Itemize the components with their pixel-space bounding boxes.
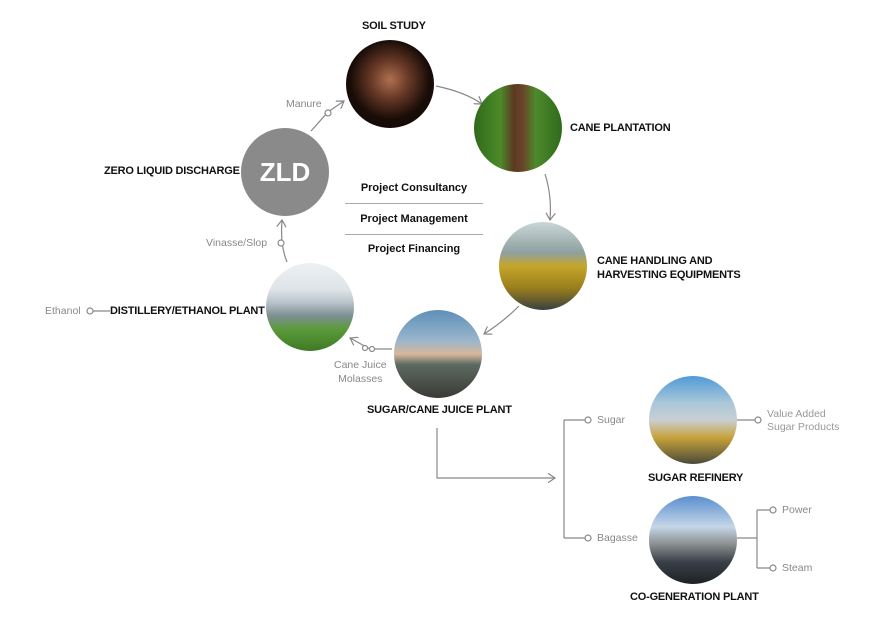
sugar-flow-label: Sugar xyxy=(597,414,626,426)
ethanol-label: Ethanol xyxy=(45,305,81,317)
divider xyxy=(345,234,483,235)
steam-label: Steam xyxy=(782,562,813,574)
cane-handling-line-1: CANE HANDLING AND xyxy=(597,255,713,267)
service-management: Project Management xyxy=(360,213,468,225)
zld-label: ZERO LIQUID DISCHARGE xyxy=(104,165,240,177)
zld-circle: ZLD xyxy=(241,128,329,216)
cane-handling-image xyxy=(499,222,587,310)
cane-plantation-label: CANE PLANTATION xyxy=(570,122,671,134)
sugar-plant-label: SUGAR/CANE JUICE PLANT xyxy=(367,404,512,416)
power-label: Power xyxy=(782,504,812,516)
vinasse-label: Vinasse/Slop xyxy=(206,237,268,249)
cane-juice-label: Cane Juice Molasses xyxy=(334,358,387,386)
value-added-line-1: Value Added xyxy=(767,408,826,420)
sugar-refinery-image xyxy=(649,376,737,464)
molasses-text: Molasses xyxy=(338,373,383,385)
cogeneration-label: CO-GENERATION PLANT xyxy=(630,591,759,603)
arrow-soil-to-plantation xyxy=(435,85,482,104)
bagasse-flow-label: Bagasse xyxy=(597,532,638,544)
cogeneration-image xyxy=(649,496,737,584)
service-financing: Project Financing xyxy=(367,243,461,255)
cane-plantation-image xyxy=(474,84,562,172)
arrow-handling-to-sugar xyxy=(484,305,520,334)
arrow-plantation-to-handling xyxy=(544,173,550,220)
zld-text: ZLD xyxy=(259,156,311,187)
sugar-plant-image xyxy=(394,310,482,398)
soil-study-image xyxy=(346,40,434,128)
divider xyxy=(345,203,483,204)
distillery-label: DISTILLERY/ETHANOL PLANT xyxy=(110,305,265,317)
soil-study-label: SOIL STUDY xyxy=(362,20,426,32)
cane-juice-text: Cane Juice xyxy=(334,359,387,371)
cane-handling-label: CANE HANDLING AND HARVESTING EQUIPMENTS xyxy=(597,254,741,282)
arrow-sugar-to-split xyxy=(436,428,555,478)
service-consultancy: Project Consultancy xyxy=(360,182,468,194)
manure-label: Manure xyxy=(286,98,322,110)
value-added-line-2: Sugar Products xyxy=(767,421,840,433)
sugar-refinery-label: SUGAR REFINERY xyxy=(648,472,744,484)
value-added-label: Value Added Sugar Products xyxy=(767,408,839,434)
cane-handling-line-2: HARVESTING EQUIPMENTS xyxy=(597,269,741,281)
distillery-image xyxy=(266,263,354,351)
